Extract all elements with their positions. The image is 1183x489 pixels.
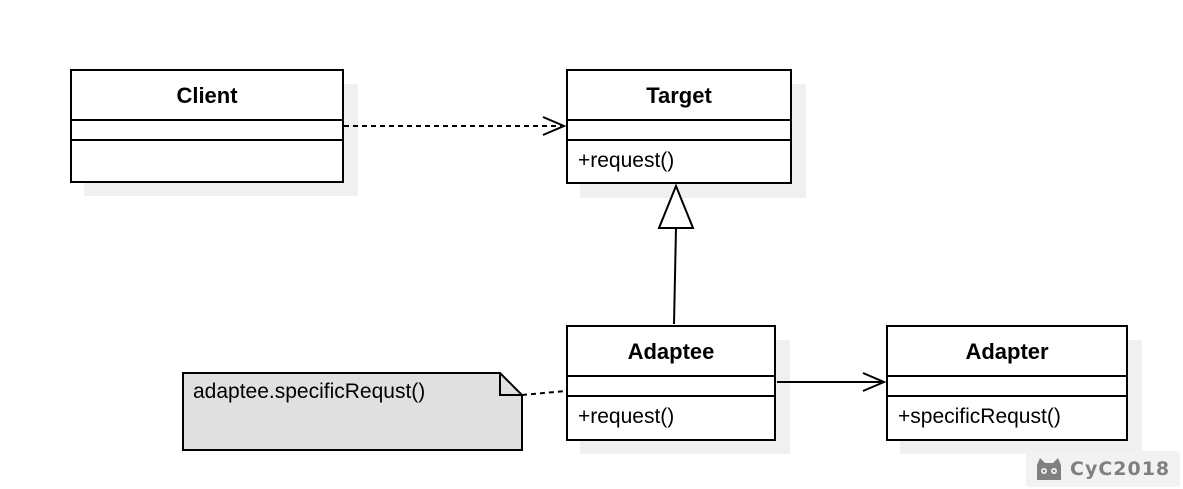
class-name: Target bbox=[568, 71, 790, 121]
class-attributes bbox=[568, 121, 790, 141]
note-link-line bbox=[521, 390, 567, 396]
class-methods: +request() bbox=[578, 405, 675, 428]
class-attributes bbox=[568, 377, 774, 397]
class-name: Client bbox=[72, 71, 342, 121]
note-shape bbox=[182, 372, 523, 451]
class-name: Adaptee bbox=[568, 327, 774, 377]
watermark: CyC2018 bbox=[1026, 451, 1180, 487]
class-attributes bbox=[72, 121, 342, 141]
dependency-arrowhead bbox=[542, 116, 567, 136]
class-attributes bbox=[888, 377, 1126, 397]
watermark-text: CyC2018 bbox=[1070, 458, 1171, 480]
client-class: Client bbox=[70, 69, 344, 183]
target-class: Target +request() bbox=[566, 69, 792, 184]
class-methods: +specificRequst() bbox=[898, 405, 1061, 428]
generalization-arrowhead bbox=[657, 183, 695, 229]
adapter-class: Adapter +specificRequst() bbox=[886, 325, 1128, 441]
github-cat-icon bbox=[1037, 458, 1061, 480]
class-methods: +request() bbox=[578, 149, 675, 172]
association-arrowhead bbox=[862, 372, 887, 392]
generalization-line bbox=[673, 227, 677, 325]
class-name: Adapter bbox=[888, 327, 1126, 377]
note-fold bbox=[499, 373, 522, 396]
adaptee-class: Adaptee +request() bbox=[566, 325, 776, 441]
note-text: adaptee.specificRequst() bbox=[193, 380, 426, 403]
